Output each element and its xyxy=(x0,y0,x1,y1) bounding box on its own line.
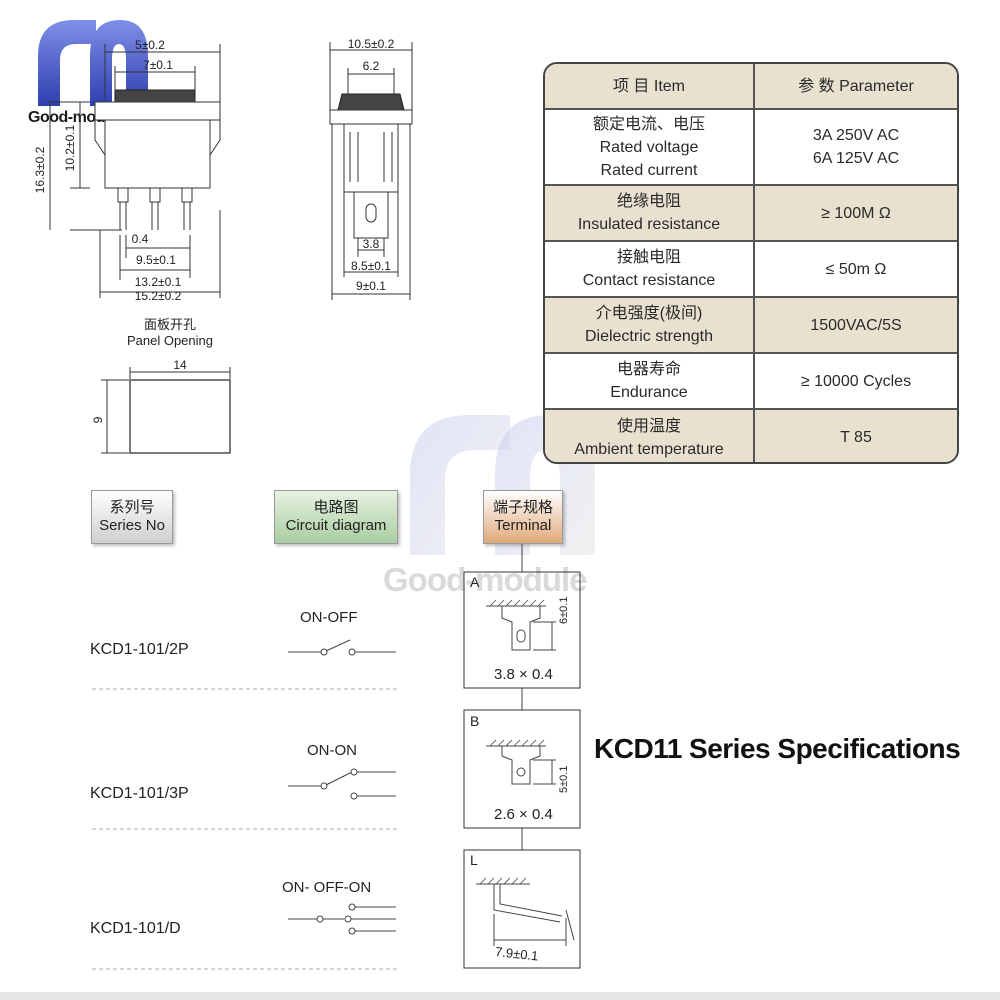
terminal-a-size: 3.8 × 0.4 xyxy=(494,666,553,683)
front-view-drawing: 5±0.2 7±0.1 16.3±0.2 10.2±0.1 0.4 9.5±0.… xyxy=(33,38,221,303)
dim-pin-span: 13.2±0.1 xyxy=(135,275,182,289)
dim-body-height: 10.2±0.1 xyxy=(63,124,77,171)
dim-height: 16.3±0.2 xyxy=(33,146,47,193)
panel-opening-drawing: 14 9 xyxy=(91,358,231,454)
series-name-3: KCD1-101/D xyxy=(90,920,181,937)
dim-width-top: 5±0.2 xyxy=(135,38,165,52)
series-name-1: KCD1-101/2P xyxy=(90,641,189,658)
circuit-label-2: ON-ON xyxy=(307,742,357,759)
dim-side-width: 10.5±0.2 xyxy=(348,37,395,51)
spec-table: 项 目 Item 参 数 Parameter 额定电流、电压 Rated vol… xyxy=(543,62,959,464)
terminal-b-height: 5±0.1 xyxy=(558,765,570,793)
series-title: KCD11 Series Specifications xyxy=(594,733,961,764)
watermark-text: Good-module xyxy=(383,561,587,598)
terminal-letter-l: L xyxy=(470,852,478,868)
terminal-l-length: 7.9±0.1 xyxy=(494,944,540,964)
terminal-b-size: 2.6 × 0.4 xyxy=(494,806,553,823)
dim-total-width: 15.2±0.2 xyxy=(135,289,182,303)
panel-opening-title-cn: 面板开孔 xyxy=(143,317,196,332)
spec-row-endurance-item: 电器寿命 Endurance xyxy=(545,353,755,410)
panel-opening-title-en: Panel Opening xyxy=(126,333,213,348)
dim-side-terminal: 3.8 xyxy=(363,237,380,251)
panel-height: 9 xyxy=(91,416,105,423)
spec-row-endurance-value: ≥ 10000 Cycles xyxy=(754,353,957,410)
dim-pin-pitch: 9.5±0.1 xyxy=(136,253,176,267)
spec-row-temperature-value: T 85 xyxy=(754,409,957,462)
spec-row-dielectric-item: 介电强度(极间) Dielectric strength xyxy=(545,297,755,354)
series-name-2: KCD1-101/3P xyxy=(90,785,189,802)
dim-side-body: 8.5±0.1 xyxy=(351,259,391,273)
terminal-letter-b: B xyxy=(470,713,480,729)
spec-row-contact-value: ≤ 50m Ω xyxy=(754,241,957,298)
circuit-label-3: ON- OFF-ON xyxy=(282,879,372,896)
spec-row-temperature-item: 使用温度 Ambient temperature xyxy=(545,409,755,462)
bottom-border xyxy=(0,992,1000,1000)
dim-pin-thickness: 0.4 xyxy=(132,232,149,246)
terminal-a-height: 6±0.1 xyxy=(558,596,570,624)
spec-header-item: 项 目 Item xyxy=(545,64,755,110)
spec-row-contact-item: 接触电阻 Contact resistance xyxy=(545,241,755,298)
spec-row-rated-item: 额定电流、电压 Rated voltage Rated current xyxy=(545,109,755,186)
spec-row-dielectric-value: 1500VAC/5S xyxy=(754,297,957,354)
panel-width: 14 xyxy=(173,358,187,372)
spec-row-rated-value: 3A 250V AC 6A 125V AC xyxy=(754,109,957,186)
dim-side-total: 9±0.1 xyxy=(356,279,386,293)
spec-header-parameter: 参 数 Parameter xyxy=(754,64,957,110)
spec-row-insulation-item: 绝缘电阻 Insulated resistance xyxy=(545,185,755,242)
dim-rocker: 7±0.1 xyxy=(143,58,173,72)
terminal-letter-a: A xyxy=(470,574,480,590)
circuit-label-1: ON-OFF xyxy=(300,609,358,626)
side-view-drawing: 10.5±0.2 6.2 3.8 8.5±0.1 9±0.1 xyxy=(329,37,413,300)
dim-side-rocker: 6.2 xyxy=(363,59,380,73)
spec-row-insulation-value: ≥ 100M Ω xyxy=(754,185,957,242)
